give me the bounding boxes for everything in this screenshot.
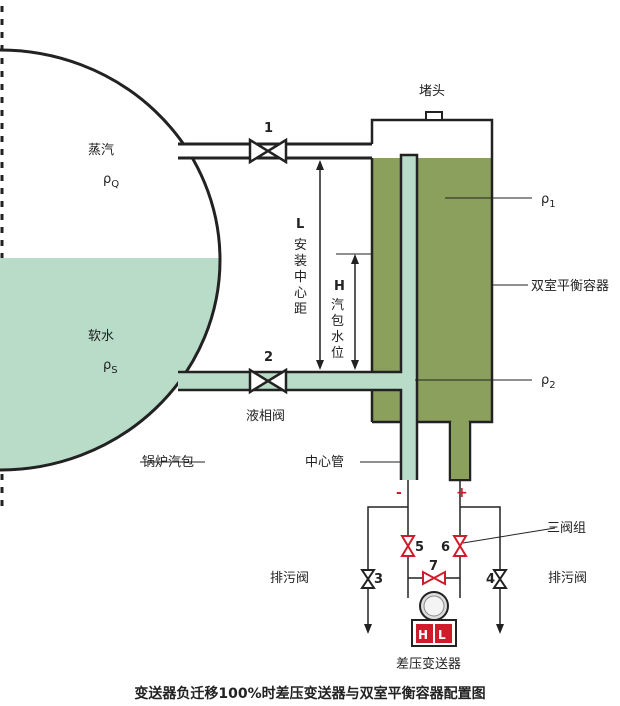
- valve-2-icon[interactable]: [248, 367, 288, 395]
- center-tube: [372, 153, 419, 480]
- valve-6-number: 6: [441, 540, 450, 555]
- valve-7-number: 7: [429, 559, 438, 574]
- valve-6-icon[interactable]: [452, 535, 468, 557]
- valve-1-icon[interactable]: [248, 137, 288, 165]
- drain-valve-right-label: 排污阀: [548, 571, 587, 586]
- minus-sign: -: [396, 485, 402, 501]
- drain-arrow-right: [496, 624, 504, 634]
- transmitter-label: 差压变送器: [396, 656, 461, 672]
- dual-chamber-label: 双室平衡容器: [531, 278, 609, 294]
- drum-outline: [0, 48, 222, 472]
- dp-transmitter: [411, 591, 457, 647]
- valve-5-icon[interactable]: [400, 535, 416, 557]
- h-port: [416, 624, 433, 643]
- H-desc-char: 位: [331, 346, 344, 361]
- water-pipe: [178, 370, 402, 392]
- plus-sign: +: [456, 485, 468, 501]
- plug-icon: [425, 111, 443, 121]
- L-desc-char: 心: [294, 286, 307, 301]
- valve-2-number: 2: [264, 350, 273, 365]
- L-desc-char: 安: [294, 238, 307, 253]
- H-desc-char: 包: [331, 314, 344, 329]
- liquid-valve-label: 液相阀: [246, 409, 285, 424]
- drain-valve-left-label: 排污阀: [270, 571, 309, 586]
- dimension-L-label: L: [296, 217, 304, 232]
- valve-7-icon[interactable]: [422, 570, 446, 586]
- soft-water-label: 软水: [88, 329, 114, 344]
- L-desc-char: 距: [294, 302, 307, 317]
- drain-arrow-left: [364, 624, 372, 634]
- diagram-caption: 变送器负迁移100%时差压变送器与双室平衡容器配置图: [134, 685, 485, 702]
- three-valve-label: 三阀组: [547, 521, 586, 536]
- dual-chamber-vessel: [370, 111, 494, 482]
- valve-4-number: 4: [486, 572, 495, 587]
- l-port: [435, 624, 452, 643]
- valve-3-number: 3: [374, 572, 383, 587]
- h-port-label: H: [418, 628, 428, 642]
- L-desc-char: 中: [294, 270, 307, 285]
- boiler-drum: [0, 48, 222, 472]
- dimension-H: [336, 253, 372, 370]
- steam-label: 蒸汽: [88, 143, 114, 158]
- valve-4-icon[interactable]: [492, 569, 508, 589]
- valve-5-number: 5: [415, 540, 424, 555]
- valve-1-number: 1: [264, 121, 273, 136]
- rho-2-label: ρ2: [541, 373, 556, 391]
- rho-1-label: ρ1: [541, 192, 556, 210]
- rho-q-label: ρQ: [103, 172, 119, 190]
- l-port-label: L: [438, 628, 446, 642]
- three-valve-leader: [462, 527, 556, 544]
- center-tube-label: 中心管: [305, 455, 344, 470]
- dimension-L: [316, 160, 324, 370]
- H-desc-char: 水: [331, 330, 344, 345]
- L-desc-char: 装: [294, 254, 307, 269]
- rho-s-label: ρS: [103, 358, 118, 376]
- boiler-drum-label: 锅炉汽包: [142, 454, 194, 470]
- valve-3-icon[interactable]: [360, 569, 376, 589]
- H-desc-char: 汽: [331, 298, 344, 313]
- impulse-lines: [367, 480, 501, 628]
- dimension-H-label: H: [334, 279, 345, 294]
- plug-label: 堵头: [419, 84, 445, 99]
